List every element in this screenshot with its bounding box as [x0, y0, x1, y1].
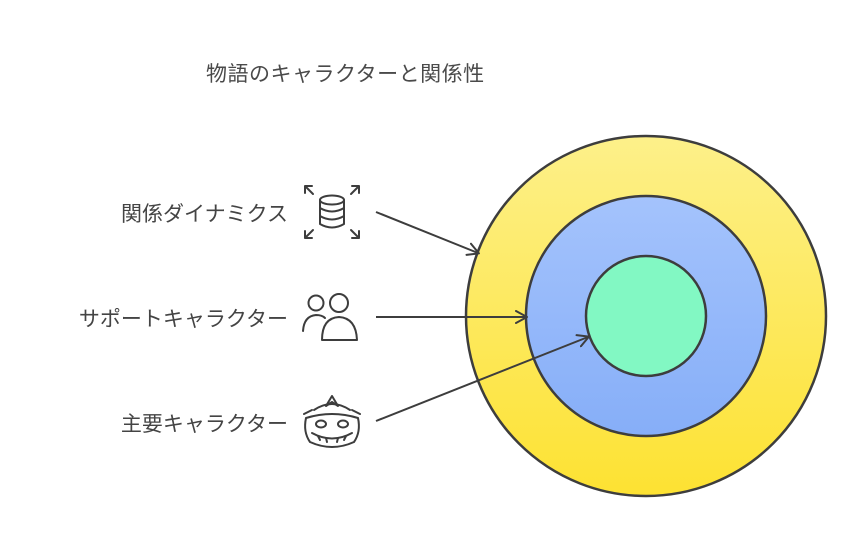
- people-icon: [302, 293, 358, 341]
- diagram-title: 物語のキャラクターと関係性: [206, 62, 485, 86]
- label-main-characters: 主要キャラクター: [120, 412, 288, 436]
- label-relationship-dynamics: 関係ダイナミクス: [121, 202, 288, 226]
- label-support-characters: サポートキャラクター: [78, 307, 288, 331]
- database-expand-icon: [304, 185, 360, 239]
- arrow-relationship: [375, 211, 480, 256]
- dragon-mask-icon: [303, 395, 361, 448]
- inner-circle-main: [584, 254, 708, 378]
- arrow-main: [375, 334, 590, 422]
